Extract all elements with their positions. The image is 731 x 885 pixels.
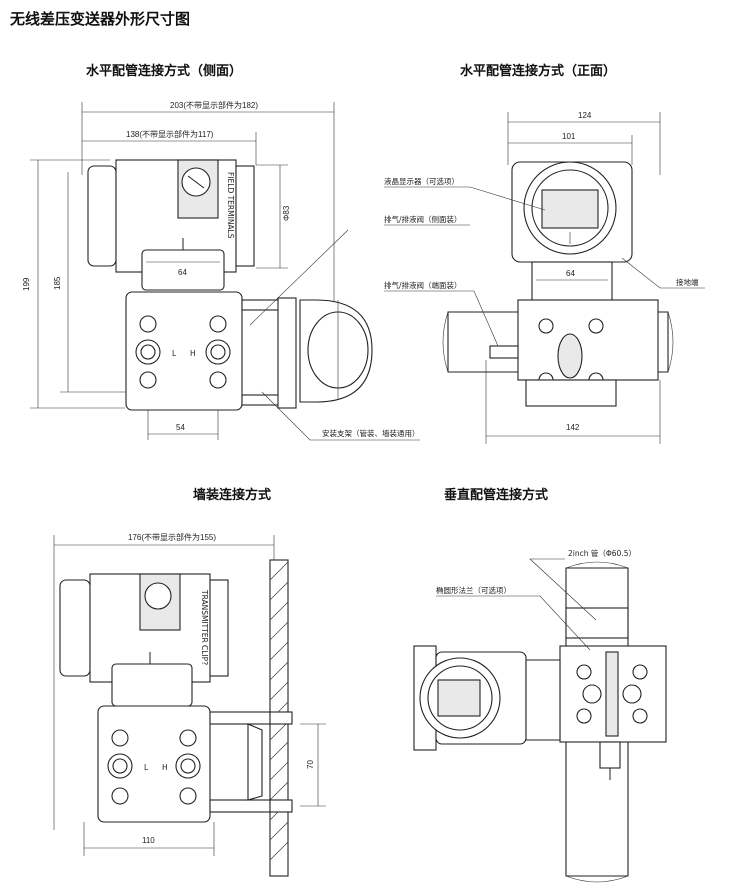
heading-horizontal-front: 水平配管连接方式（正面） [460, 64, 617, 79]
dim-base-front: 142 [566, 423, 580, 432]
front-view-drawing: 124 101 64 142 液晶显示器（可选项） 排气/排液阀（侧面装） [384, 111, 705, 444]
dim-overall-side: 203(不带显示部件为182) [170, 100, 258, 110]
dim-height-body: 185 [53, 276, 62, 290]
callout-pipe: 2inch 管（Φ60.5） [568, 548, 636, 558]
callout-lcd: 液晶显示器（可选项） [384, 176, 459, 186]
callout-vent-end: 排气/排液阀（端面装） [384, 280, 462, 290]
flange-letter-high: H [190, 349, 196, 358]
vertical-view-drawing: 2inch 管（Φ60.5） 椭圆形法兰（可选项） [413, 548, 667, 883]
heading-wall: 墙装连接方式 [193, 488, 272, 503]
dim-base-wall: 110 [142, 836, 155, 845]
heading-vertical: 垂直配管连接方式 [444, 488, 549, 503]
dim-housing-side: 138(不带显示部件为117) [126, 129, 214, 139]
terminal-text-wall: TRANSMITTER CLIP? [200, 589, 209, 665]
dim-overall-front: 124 [578, 111, 592, 120]
dim-diameter: Φ83 [282, 205, 291, 221]
wall-letter-high: H [162, 763, 168, 772]
page-title: 无线差压变送器外形尺寸图 [10, 10, 191, 28]
callout-bracket: 安装支架（管装、墙装通用） [322, 428, 420, 438]
wall-view-drawing: 176(不带显示部件为155) TRANSMITTER CLIP? L H [53, 532, 326, 877]
heading-horizontal-side: 水平配管连接方式（侧面） [86, 64, 243, 79]
wall-letter-low: L [144, 763, 149, 772]
dim-neck-front: 64 [566, 269, 575, 278]
side-view-drawing: 203(不带显示部件为182) 138(不带显示部件为117) 199 185 … [22, 100, 420, 441]
dim-overall-wall: 176(不带显示部件为155) [128, 532, 216, 542]
dim-height-total: 199 [22, 277, 31, 291]
flange-letter-low: L [172, 349, 177, 358]
callout-flange-vertical: 椭圆形法兰（可选项） [436, 585, 511, 595]
dim-neck-side: 64 [178, 268, 187, 277]
callout-vent-side: 排气/排液阀（侧面装） [384, 214, 462, 224]
terminal-text-side: FIELD TERMINALS [226, 172, 235, 239]
callout-ground: 接地端 [676, 277, 699, 287]
dim-housing-front: 101 [562, 132, 576, 141]
dim-pitch-wall: 70 [306, 760, 315, 769]
dim-flange-side: 54 [176, 423, 185, 432]
